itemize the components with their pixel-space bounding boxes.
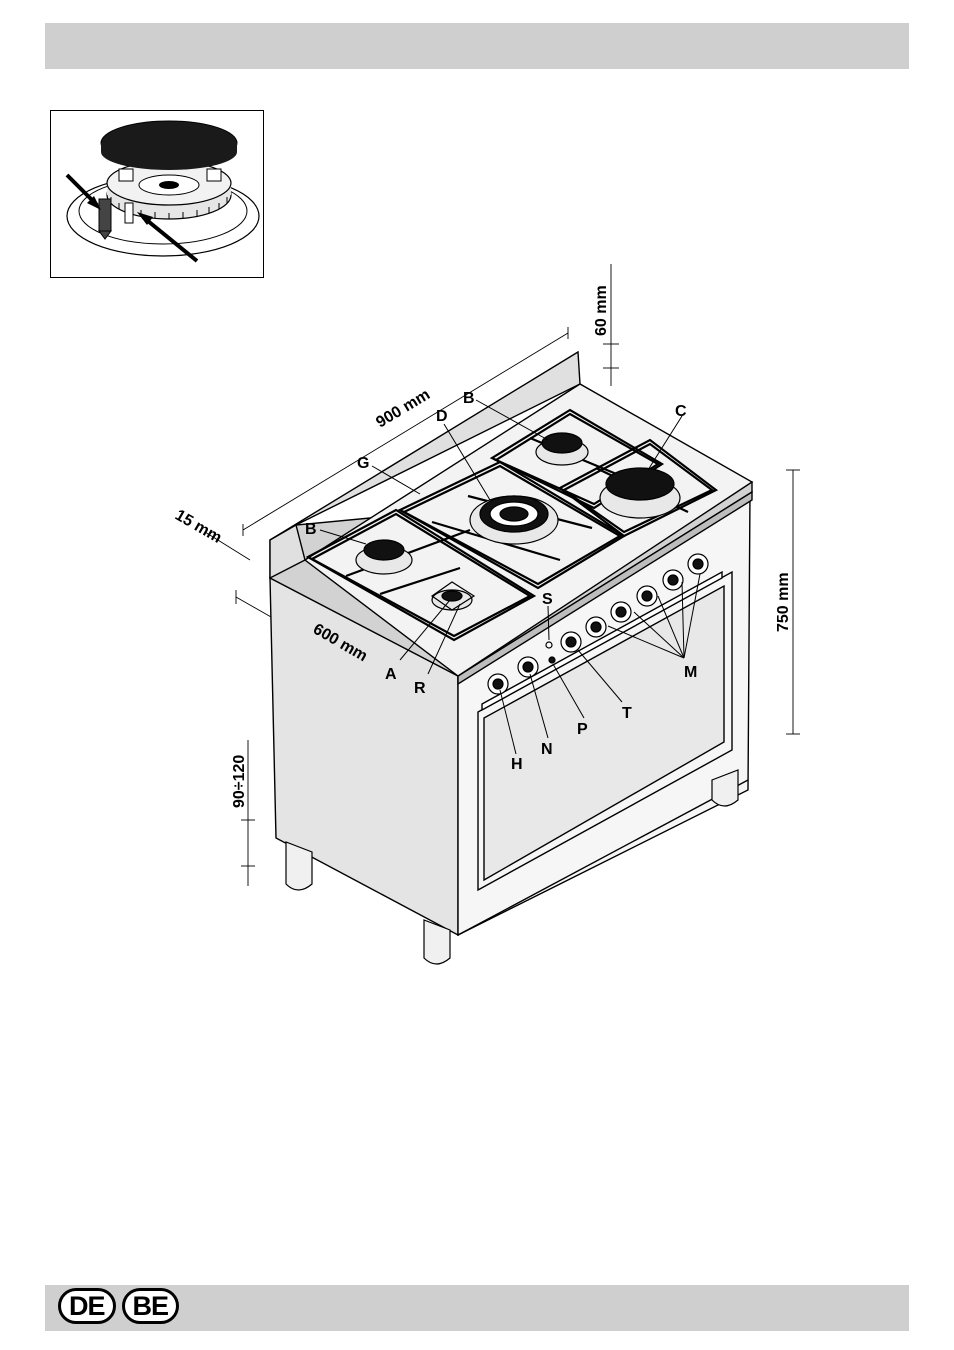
label-a: A: [385, 666, 397, 683]
dimension-side: 15 mm: [172, 507, 224, 547]
country-badges: DE BE: [58, 1288, 179, 1324]
label-s: S: [542, 591, 553, 608]
label-p: P: [577, 721, 588, 738]
dimension-width: 900 mm: [373, 386, 433, 431]
label-b-right: B: [463, 390, 475, 407]
dimension-feet: 90÷120: [231, 755, 248, 808]
label-n: N: [541, 741, 553, 758]
dimension-height: 750 mm: [775, 572, 792, 632]
badge-be: BE: [122, 1288, 180, 1324]
label-r: R: [414, 680, 426, 697]
label-m: M: [684, 664, 697, 681]
label-b-left: B: [305, 521, 317, 538]
label-d: D: [436, 408, 448, 425]
label-h: H: [511, 756, 523, 773]
label-g: G: [357, 455, 369, 472]
label-t: T: [622, 705, 632, 722]
label-c: C: [675, 403, 687, 420]
badge-de: DE: [58, 1288, 116, 1324]
dimension-backguard: 60 mm: [593, 285, 610, 336]
